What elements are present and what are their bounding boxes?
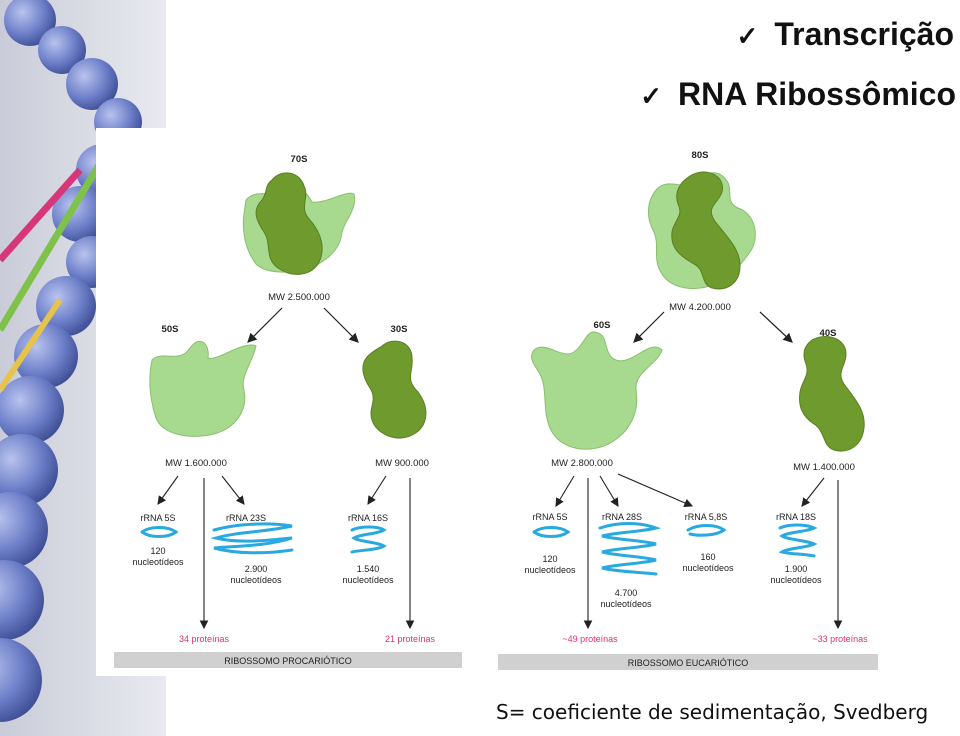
rrna-5s-strand bbox=[140, 526, 179, 538]
rrna-18s-label: rRNA 18S bbox=[776, 512, 816, 522]
proteins-40s: ~33 proteínas bbox=[812, 634, 868, 644]
check-icon: ✓ bbox=[736, 21, 759, 51]
rrna-23s-strand bbox=[210, 522, 294, 555]
rrna-5s-euk-count: 120 bbox=[542, 554, 557, 564]
rrna-5s-count: 120 bbox=[150, 546, 165, 556]
arrow-to-50s bbox=[247, 307, 283, 343]
proteins-50s: 34 proteínas bbox=[179, 634, 230, 644]
subunit-50s-icon bbox=[149, 340, 257, 437]
label-30s: 30S bbox=[391, 324, 408, 335]
eukaryotic-diagram-svg: 80S MW 4.200.000 60S MW 2.800.000 40S MW… bbox=[498, 150, 878, 670]
banner-procariotico-label: RIBOSSOMO PROCARIÓTICO bbox=[224, 656, 352, 666]
label-50s: 50S bbox=[162, 324, 179, 335]
banner-procariotico bbox=[114, 652, 462, 668]
title-text: Transcrição bbox=[774, 16, 954, 52]
rrna-16s-strand bbox=[350, 525, 387, 554]
rrna-18s-strand bbox=[778, 523, 818, 558]
rrna-18s-unit: nucleotídeos bbox=[770, 575, 822, 585]
rrna-23s-count: 2.900 bbox=[245, 564, 268, 574]
subunit-30s-icon bbox=[362, 340, 427, 439]
prokaryotic-ribosome-diagram: 70S MW 2.500.000 50S MW 1.600.000 30S MW… bbox=[96, 128, 470, 676]
eukaryotic-ribosome-diagram: 80S MW 4.200.000 60S MW 2.800.000 40S MW… bbox=[494, 128, 886, 676]
rrna-58s-strand bbox=[686, 524, 727, 537]
rrna-5s-euk-label: rRNA 5S bbox=[532, 512, 567, 522]
arrow-to-rrna-23s bbox=[221, 475, 245, 505]
mw-30s: MW 900.000 bbox=[375, 458, 429, 469]
rrna-5s-label: rRNA 5S bbox=[140, 513, 175, 523]
arrow-to-30s bbox=[323, 307, 359, 343]
arrow-to-rrna-16s bbox=[367, 475, 387, 505]
rrna-28s-label: rRNA 28S bbox=[602, 512, 642, 522]
rrna-18s-count: 1.900 bbox=[785, 564, 808, 574]
rrna-58s-label: rRNA 5,8S bbox=[685, 512, 728, 522]
rrna-16s-unit: nucleotídeos bbox=[342, 575, 394, 585]
rrna-58s-count: 160 bbox=[700, 552, 715, 562]
rrna-23s-unit: nucleotídeos bbox=[230, 575, 282, 585]
title-text: RNA Ribossômico bbox=[678, 76, 956, 112]
prokaryotic-diagram-svg: 70S MW 2.500.000 50S MW 1.600.000 30S MW… bbox=[114, 154, 462, 668]
footnote-svedberg: S= coeficiente de sedimentação, Svedberg bbox=[496, 700, 929, 724]
arrow-to-rrna-18s bbox=[801, 477, 825, 507]
rrna-28s-count: 4.700 bbox=[615, 588, 638, 598]
banner-eucariotico-label: RIBOSSOMO EUCARIÓTICO bbox=[628, 658, 749, 668]
subunit-40s-icon bbox=[799, 336, 865, 452]
rrna-16s-count: 1.540 bbox=[357, 564, 380, 574]
mw-40s: MW 1.400.000 bbox=[793, 462, 855, 473]
label-40s: 40S bbox=[820, 328, 837, 339]
mw-80s: MW 4.200.000 bbox=[669, 302, 731, 313]
rrna-28s-strand bbox=[598, 522, 662, 576]
yellow-strand bbox=[0, 298, 63, 392]
arrow-to-rrna-5s-euk bbox=[555, 475, 575, 507]
label-60s: 60S bbox=[594, 320, 611, 331]
proteins-30s: 21 proteínas bbox=[385, 634, 436, 644]
arrow-to-40s bbox=[759, 311, 793, 343]
arrow-to-rrna-5s bbox=[157, 475, 179, 505]
pink-strand bbox=[0, 167, 83, 263]
mw-70s: MW 2.500.000 bbox=[268, 292, 330, 303]
arrow-to-rrna-28s bbox=[599, 475, 619, 507]
ribosome-80s-small bbox=[671, 171, 741, 290]
label-80s: 80S bbox=[692, 150, 709, 161]
arrow-to-60s bbox=[633, 311, 665, 343]
mw-50s: MW 1.600.000 bbox=[165, 458, 227, 469]
rrna-16s-label: rRNA 16S bbox=[348, 513, 388, 523]
rrna-23s-label: rRNA 23S bbox=[226, 513, 266, 523]
proteins-60s: ~49 proteínas bbox=[562, 634, 618, 644]
rrna-5s-unit: nucleotídeos bbox=[132, 557, 184, 567]
title-transcricao: ✓ Transcrição bbox=[737, 16, 954, 53]
arrow-to-rrna-58s bbox=[617, 473, 694, 507]
mw-60s: MW 2.800.000 bbox=[551, 458, 613, 469]
rrna-5s-euk-unit: nucleotídeos bbox=[524, 565, 576, 575]
rrna-58s-unit: nucleotídeos bbox=[682, 563, 734, 573]
check-icon: ✓ bbox=[640, 81, 663, 111]
ribosome-70s-small bbox=[255, 172, 323, 275]
title-rna-ribossomico: ✓ RNA Ribossômico bbox=[640, 76, 956, 113]
rrna-5s-euk-strand bbox=[532, 526, 571, 538]
banner-eucariotico bbox=[498, 654, 878, 670]
subunit-60s-icon bbox=[531, 331, 663, 450]
label-70s: 70S bbox=[291, 154, 308, 165]
rrna-28s-unit: nucleotídeos bbox=[600, 599, 652, 609]
